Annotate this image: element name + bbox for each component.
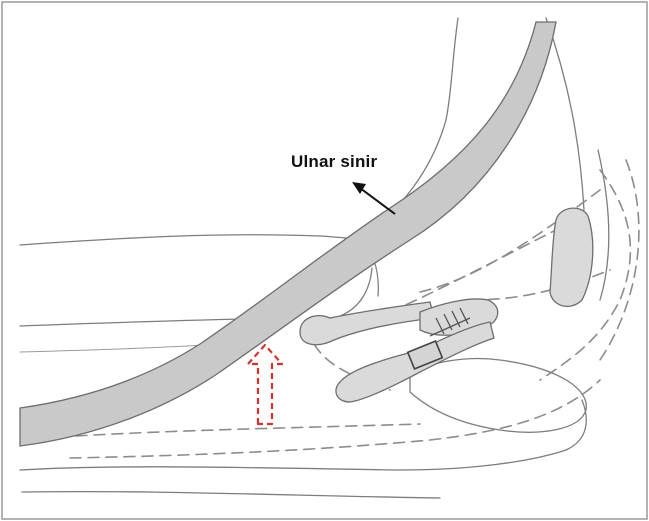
red-direction-arrow: [248, 345, 282, 424]
label-pointer-arrow: [360, 188, 395, 214]
epicondyle-bulge: [410, 359, 586, 433]
arrow-head: [352, 182, 366, 194]
lateral-outline: [546, 18, 584, 210]
ulnar-nerve-label: Ulnar sinir: [291, 152, 377, 172]
graft-loop-left: [300, 302, 434, 345]
graft-anchor-block: [550, 208, 593, 306]
ulnar-nerve: [20, 22, 556, 446]
skin-lower: [22, 492, 440, 498]
dashed-ligament-1: [76, 424, 420, 436]
suture-knot: [408, 341, 443, 369]
right-contour: [598, 150, 609, 300]
upper-arm-outline: [20, 235, 362, 245]
